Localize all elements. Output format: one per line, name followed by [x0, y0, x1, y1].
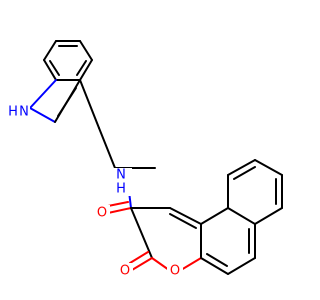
bond-c6-c6a: [200, 257, 229, 275]
atom-label-amide-h: H: [116, 182, 126, 197]
atom-label-carbonyl-o-lactone: O: [120, 264, 130, 279]
bond-indole-n-c2: [29, 107, 56, 123]
bond-pyranone-double: [169, 213, 197, 229]
bond-indole-c2-c3-double: [57, 87, 77, 117]
bond-c6a-o: [180, 257, 202, 271]
bond-c9-c8: [254, 159, 283, 176]
bond-indole-benzene-5: [43, 59, 57, 81]
bond-amide-c-o-double: [107, 201, 129, 207]
bond-c10b-c10a: [200, 207, 229, 225]
atom-label-indole-h: H: [8, 105, 18, 120]
bond-ch2-ch2: [98, 127, 116, 169]
bond-indole-benzene-6: [43, 40, 57, 61]
bond-c3-c2: [130, 207, 153, 259]
bond-layer: [29, 40, 283, 275]
bond-amide-c-o: [107, 207, 132, 214]
atom-label-carbonyl-o-amide: O: [97, 206, 107, 221]
bond-indole-benzene-double-2: [76, 60, 87, 76]
bond-c1-c10b: [169, 207, 202, 225]
bond-c10-c9: [227, 159, 256, 176]
bond-c7-c6b: [254, 207, 283, 225]
bond-o-c3: [151, 257, 170, 271]
bond-indole-benzene-3: [79, 59, 93, 81]
molecule-structure: H N N H O O O: [8, 40, 283, 279]
bond-indole-n-c7a: [29, 79, 57, 109]
atom-label-indole-n: N: [19, 105, 29, 120]
bond-c5-c6: [227, 257, 256, 275]
bond-c10a-c6b: [227, 207, 256, 225]
bond-c3-o-exo-double: [129, 251, 149, 264]
bond-mid-double-2: [206, 253, 228, 267]
bond-c3-o-exo: [131, 257, 153, 271]
bond-indole-benzene-double-3: [49, 60, 60, 76]
bond-c3-ch2: [79, 79, 100, 129]
atom-label-ring-o: O: [170, 264, 180, 279]
bond-top-double-1: [233, 166, 256, 180]
bond-indole-benzene-2: [79, 40, 93, 61]
atom-label-amide-n: N: [116, 168, 126, 183]
